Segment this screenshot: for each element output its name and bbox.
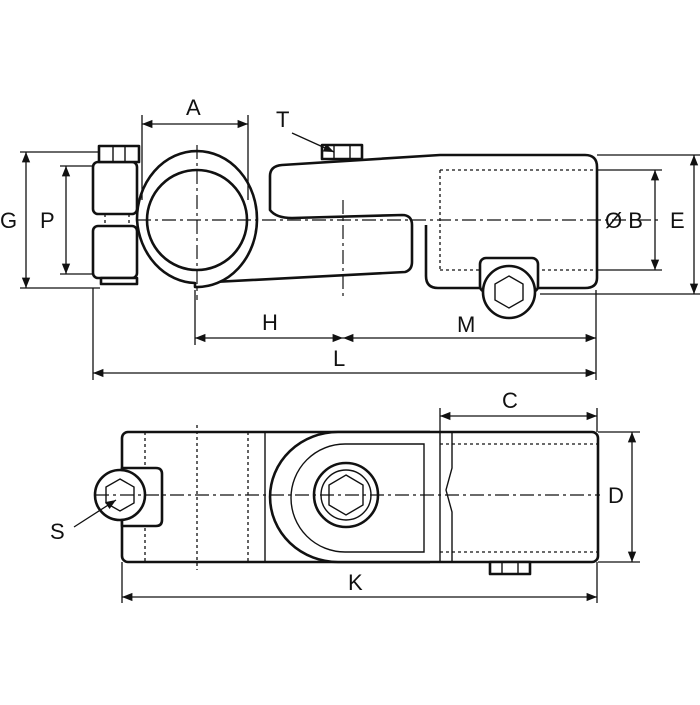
- dim-label-h: H: [262, 310, 278, 335]
- dim-label-g: G: [0, 208, 17, 233]
- set-screw-t: [320, 143, 364, 161]
- dim-label-s: S: [50, 519, 65, 544]
- hex-socket-icon: [328, 474, 364, 516]
- dim-label-l: L: [333, 346, 345, 371]
- arm-body: [194, 153, 599, 290]
- clamp-lug-upper: [91, 160, 139, 216]
- dim-label-t: T: [276, 107, 289, 132]
- side-view-dimensions: A T G P Ø B E H M L: [0, 95, 700, 380]
- plan-bottom-nut: [488, 560, 532, 576]
- dim-label-d: D: [608, 483, 624, 508]
- dim-label-e: E: [670, 208, 685, 233]
- hex-socket-icon: [494, 275, 524, 309]
- dim-label-k: K: [348, 570, 363, 595]
- clamp-lug-lower: [91, 224, 139, 280]
- plan-view-dimensions: C D S K: [50, 388, 640, 603]
- dim-label-c: C: [502, 388, 518, 413]
- dim-label-p: P: [40, 208, 55, 233]
- bottom-screw: [481, 264, 537, 320]
- hex-socket-icon: [105, 478, 135, 512]
- dim-label-a: A: [186, 95, 201, 120]
- clamp-screw-head: [97, 144, 141, 164]
- dim-label-b: Ø B: [605, 208, 643, 233]
- dim-label-m: M: [457, 312, 475, 337]
- plan-view: [93, 425, 600, 576]
- side-view: [91, 143, 660, 320]
- clamp-nut: [99, 276, 139, 286]
